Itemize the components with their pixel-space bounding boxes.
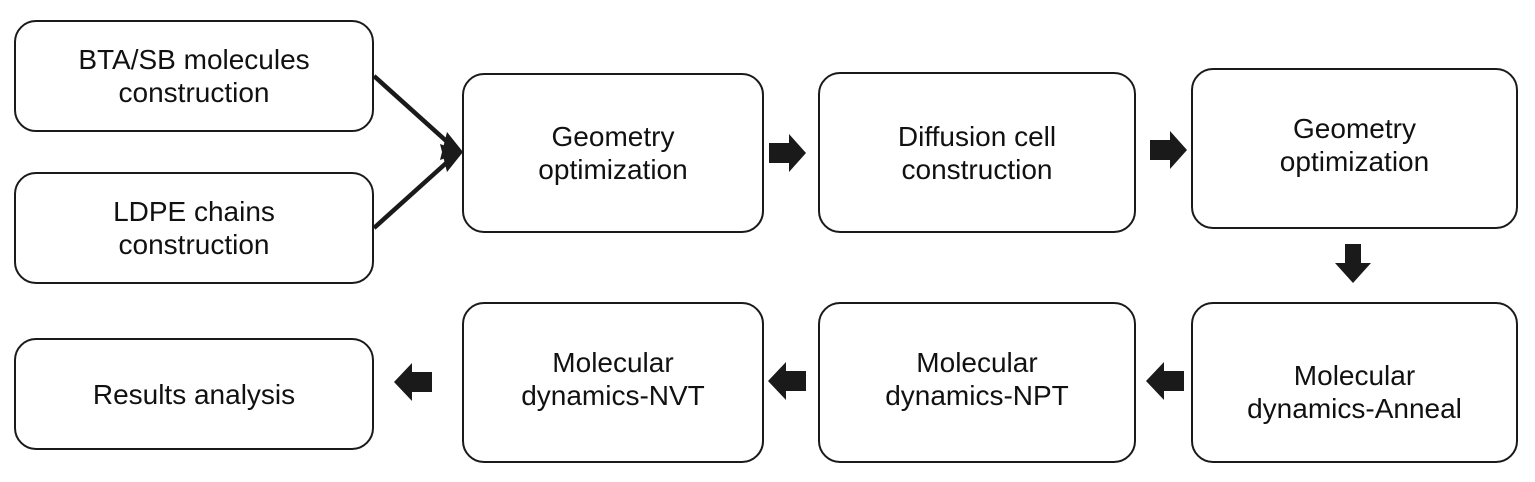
step-ldpe-construction: LDPE chains construction — [14, 172, 374, 284]
step-diffusion-cell-construction: Diffusion cell construction — [818, 72, 1136, 233]
step-geometry-optimization-2: Geometry optimization — [1191, 68, 1518, 229]
step-label: Results analysis — [83, 378, 305, 411]
arrow-right-2 — [1150, 131, 1187, 169]
connector-arrowhead — [440, 144, 463, 172]
step-results-analysis: Results analysis — [14, 338, 374, 450]
step-md-anneal: Molecular dynamics-Anneal — [1191, 302, 1518, 463]
step-label-line: Results analysis — [92, 378, 296, 410]
step-label: LDPE chains construction — [103, 195, 285, 261]
step-label-line: Molecular — [552, 346, 674, 378]
step-label-line: dynamics-Anneal — [1247, 392, 1462, 424]
step-label-line: construction — [118, 77, 270, 108]
step-label-line: Geometry — [1293, 112, 1416, 144]
step-md-nvt: Molecular dynamics-NVT — [462, 302, 764, 463]
step-label-line: Geometry — [551, 121, 675, 152]
connector-line-lower — [372, 154, 456, 230]
arrow-left-1 — [1146, 362, 1184, 400]
step-label-line: LDPE chains — [113, 196, 275, 227]
arrow-left-2 — [768, 362, 806, 400]
step-label-line: dynamics-NPT — [885, 379, 1069, 411]
step-md-npt: Molecular dynamics-NPT — [818, 302, 1136, 463]
step-label-line: optimization — [538, 154, 688, 185]
step-label-line: optimization — [1279, 145, 1430, 177]
step-label: Diffusion cell construction — [888, 120, 1066, 186]
step-label-line: construction — [901, 153, 1053, 185]
step-label: Geometry optimization — [1270, 112, 1439, 178]
arrow-down — [1335, 244, 1371, 283]
step-label-line: dynamics-NVT — [521, 379, 705, 411]
arrow-right-1 — [769, 134, 806, 172]
step-label: Geometry optimization — [528, 120, 697, 186]
step-label: Molecular dynamics-NVT — [511, 346, 715, 412]
step-label-line: Diffusion cell — [897, 120, 1057, 152]
step-label-line: construction — [118, 229, 270, 260]
step-label: Molecular dynamics-Anneal — [1237, 359, 1472, 425]
connector-line-upper — [372, 74, 456, 150]
step-label: BTA/SB molecules construction — [68, 43, 319, 109]
step-geometry-optimization-1: Geometry optimization — [462, 73, 764, 233]
step-label-line: Molecular — [916, 346, 1038, 378]
arrow-left-3 — [394, 363, 432, 401]
step-label-line: Molecular — [1293, 359, 1416, 391]
step-label: Molecular dynamics-NPT — [875, 346, 1079, 412]
step-label-line: BTA/SB molecules — [78, 44, 310, 75]
step-bta-sb-construction: BTA/SB molecules construction — [14, 20, 374, 132]
